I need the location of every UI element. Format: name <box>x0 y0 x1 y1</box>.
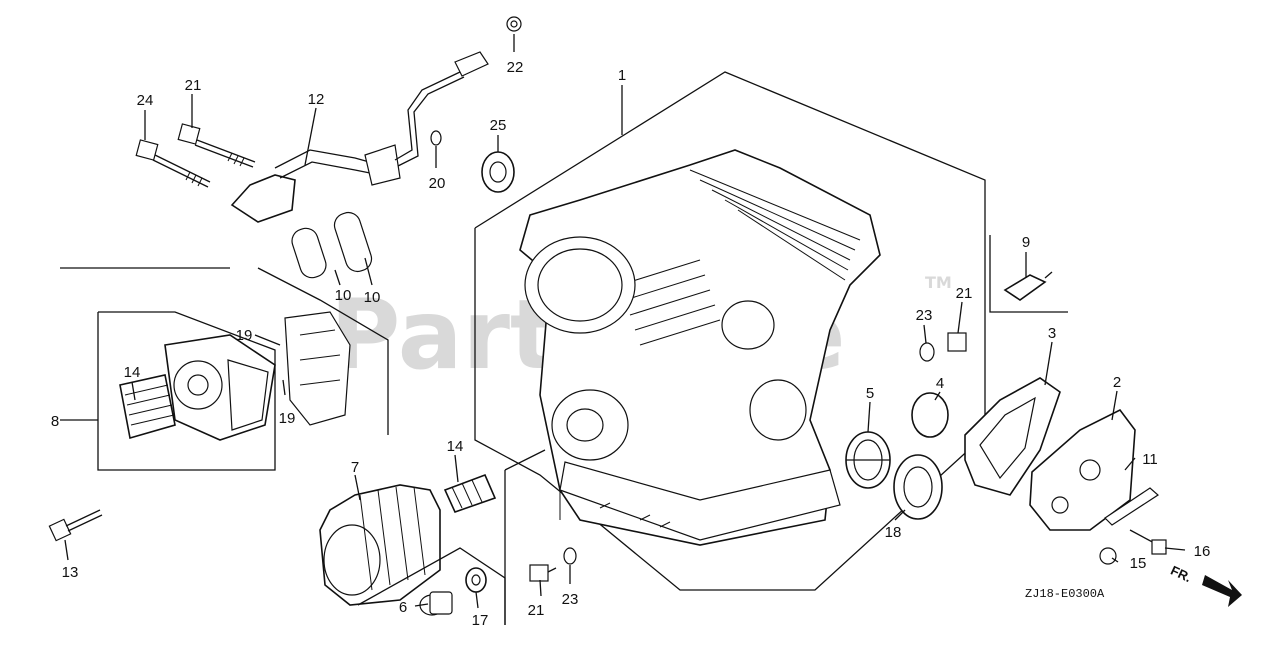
oil-seal-18[interactable] <box>893 454 943 520</box>
crankcase-bracket-lines <box>474 71 986 591</box>
oil-strainer-screen-mid[interactable] <box>443 473 497 513</box>
oil-filter[interactable] <box>319 484 441 606</box>
callout-10-a[interactable]: 10 <box>335 287 352 304</box>
bolt-16[interactable] <box>1129 529 1167 555</box>
gasket-3[interactable] <box>964 377 1061 496</box>
callout-15[interactable]: 15 <box>1130 555 1147 572</box>
sensor-9-box <box>989 235 1068 313</box>
callout-18[interactable]: 18 <box>885 524 902 541</box>
washer-23-right[interactable] <box>919 342 935 362</box>
callout-24[interactable]: 24 <box>137 92 154 109</box>
washer-17[interactable] <box>465 567 487 593</box>
oil-filter-bracket-lines <box>357 449 546 625</box>
front-arrow-icon <box>1202 575 1242 607</box>
cap-4[interactable] <box>911 392 949 438</box>
breather-pipe[interactable] <box>230 51 489 223</box>
side-cover-2[interactable] <box>1029 408 1136 531</box>
washer-15[interactable] <box>1099 547 1117 565</box>
callout-21-a[interactable]: 21 <box>185 77 202 94</box>
callout-7[interactable]: 7 <box>351 459 359 476</box>
callout-13[interactable]: 13 <box>62 564 79 581</box>
callout-8[interactable]: 8 <box>51 413 59 430</box>
sleeve-10-a[interactable] <box>289 225 329 281</box>
callout-14-a[interactable]: 14 <box>124 364 141 381</box>
watermark-trademark: TM <box>925 273 952 292</box>
link-11[interactable] <box>1104 487 1159 526</box>
callout-16[interactable]: 16 <box>1194 543 1211 560</box>
drain-plug-6[interactable] <box>419 591 453 616</box>
diagram-code: ZJ18-E0300A <box>1025 587 1105 601</box>
callout-2[interactable]: 2 <box>1113 374 1121 391</box>
callout-21-b[interactable]: 21 <box>956 285 973 302</box>
callout-19-a[interactable]: 19 <box>236 327 253 344</box>
bolt-13[interactable] <box>48 509 103 542</box>
callout-1[interactable]: 1 <box>618 67 626 84</box>
oil-seal-25[interactable] <box>481 151 515 193</box>
bolt-24[interactable] <box>135 139 211 188</box>
callout-4[interactable]: 4 <box>936 375 944 392</box>
callout-25[interactable]: 25 <box>490 117 507 134</box>
washer-20[interactable] <box>430 130 442 146</box>
callout-19-b[interactable]: 19 <box>279 410 296 427</box>
oil-level-sensor[interactable] <box>1003 271 1053 301</box>
bolt-21-top[interactable] <box>177 123 256 168</box>
callout-12[interactable]: 12 <box>308 91 325 108</box>
bolt-21-right[interactable] <box>947 332 967 352</box>
callout-6[interactable]: 6 <box>399 599 407 616</box>
oil-pump-cover[interactable] <box>164 334 276 441</box>
callout-5[interactable]: 5 <box>866 385 874 402</box>
callout-3[interactable]: 3 <box>1048 325 1056 342</box>
oil-strainer-screen-left[interactable] <box>119 374 176 440</box>
leader-lines <box>64 34 1186 609</box>
callout-23-b[interactable]: 23 <box>562 591 579 608</box>
crankcase-block[interactable] <box>519 149 881 546</box>
callout-20[interactable]: 20 <box>429 175 446 192</box>
callouts: 1 2 3 4 5 6 7 8 9 10 10 11 12 13 14 14 1… <box>51 59 1211 629</box>
callout-21-c[interactable]: 21 <box>528 602 545 619</box>
callout-23-a[interactable]: 23 <box>916 307 933 324</box>
callout-10-b[interactable]: 10 <box>364 289 381 306</box>
crankcase-side-fragment <box>284 311 351 426</box>
callout-22[interactable]: 22 <box>507 59 524 76</box>
nut-22[interactable] <box>506 16 522 32</box>
callout-17[interactable]: 17 <box>472 612 489 629</box>
callout-9[interactable]: 9 <box>1022 234 1030 251</box>
callout-11[interactable]: 11 <box>1142 451 1158 468</box>
oil-pump-bracket-lines <box>60 267 389 471</box>
bolt-21-bottom[interactable] <box>529 564 557 582</box>
washer-23-bottom[interactable] <box>563 547 577 565</box>
front-arrow-label: FR. <box>1168 563 1193 585</box>
bearing-5[interactable] <box>845 431 891 489</box>
callout-14-b[interactable]: 14 <box>447 438 464 455</box>
sleeve-10-b[interactable] <box>331 209 374 274</box>
